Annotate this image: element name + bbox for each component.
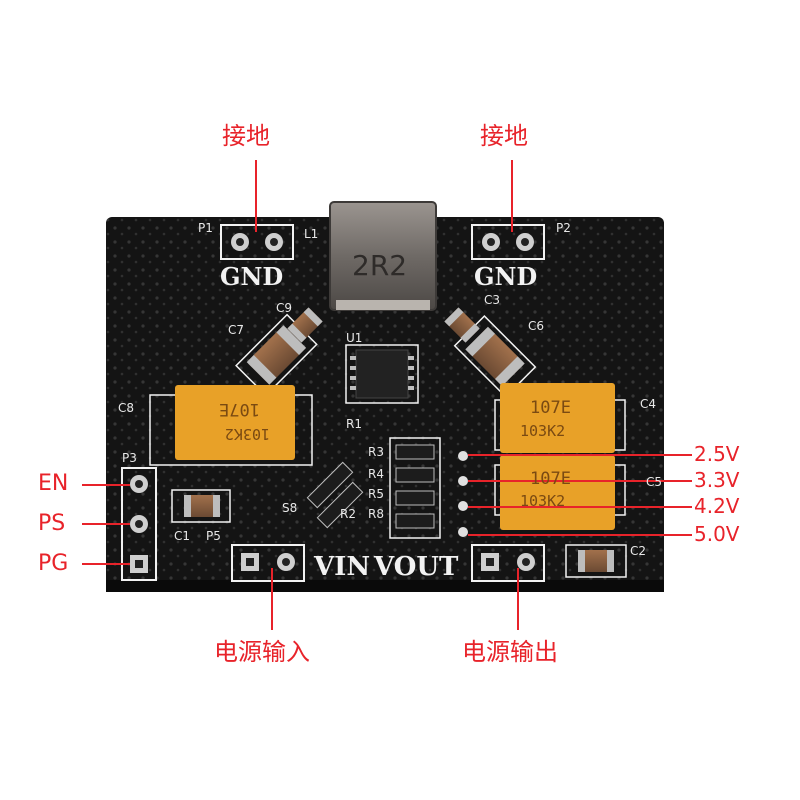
ref-c1: C1 bbox=[174, 529, 190, 543]
callout-vin: 电源输入 bbox=[214, 638, 310, 666]
inductor-marking: 2R2 bbox=[352, 249, 407, 282]
ref-u1: U1 bbox=[346, 331, 362, 345]
resistor-s8 bbox=[316, 481, 364, 529]
ref-r1: R1 bbox=[346, 417, 362, 431]
tantalum-cap-c4 bbox=[500, 383, 615, 453]
ref-r2: R2 bbox=[340, 507, 356, 521]
ref-c2: C2 bbox=[630, 544, 646, 558]
cap-c5-line1: 107E bbox=[530, 469, 571, 489]
ref-p3: P3 bbox=[122, 451, 137, 465]
ref-s8: S8 bbox=[282, 501, 297, 515]
tantalum-cap-c5 bbox=[500, 455, 615, 530]
silk-gnd-right: GND bbox=[474, 262, 537, 291]
ref-r3: R3 bbox=[368, 445, 384, 459]
ref-r5: R5 bbox=[368, 487, 384, 501]
callout-pg: PG bbox=[38, 551, 69, 576]
cap-c4-line2: 103K2 bbox=[520, 422, 565, 440]
cap-c4-line1: 107E bbox=[530, 398, 571, 418]
ref-p5: P5 bbox=[206, 529, 221, 543]
ref-c7: C7 bbox=[228, 323, 244, 337]
ref-p2: P2 bbox=[556, 221, 571, 235]
callout-vout: 电源输出 bbox=[462, 638, 558, 666]
ceramic-cap-c1 bbox=[184, 495, 220, 517]
ref-c3: C3 bbox=[484, 293, 500, 307]
cap-c5-line2: 103K2 bbox=[520, 492, 565, 510]
callout-gnd-right: 接地 bbox=[480, 122, 528, 150]
ref-c9: C9 bbox=[276, 301, 292, 315]
ref-r4: R4 bbox=[368, 467, 384, 481]
callout-3v3: 3.3V bbox=[694, 468, 740, 492]
jumper-pad-4v2 bbox=[458, 501, 468, 511]
jumper-pad-5v0 bbox=[458, 527, 468, 537]
ref-r8: R8 bbox=[368, 507, 384, 521]
resistor-r2 bbox=[306, 461, 354, 509]
cap-c8-line2: 103K2 bbox=[225, 425, 270, 443]
callout-2v5: 2.5V bbox=[694, 442, 740, 466]
ref-l1: L1 bbox=[304, 227, 318, 241]
ref-p1: P1 bbox=[198, 221, 213, 235]
jumper-pad-3v3 bbox=[458, 476, 468, 486]
callout-ps: PS bbox=[38, 511, 66, 536]
silk-vout: VOUT bbox=[373, 552, 459, 582]
callout-5v0: 5.0V bbox=[694, 522, 740, 546]
ref-c5: C5 bbox=[646, 475, 662, 489]
callout-4v2: 4.2V bbox=[694, 494, 740, 518]
cap-c8-line1: 107E bbox=[219, 399, 260, 419]
jumper-pad-2v5 bbox=[458, 451, 468, 461]
ic-u1 bbox=[355, 349, 409, 399]
ref-c8: C8 bbox=[118, 401, 134, 415]
ref-c6: C6 bbox=[528, 319, 544, 333]
silk-gnd-left: GND bbox=[220, 262, 283, 291]
tantalum-cap-c8 bbox=[175, 385, 295, 460]
ref-c4: C4 bbox=[640, 397, 656, 411]
resistor-array bbox=[395, 444, 435, 529]
silk-vin: VIN bbox=[313, 552, 370, 582]
callout-en: EN bbox=[38, 471, 69, 496]
callout-gnd-left: 接地 bbox=[222, 122, 270, 150]
ceramic-cap-c2 bbox=[578, 550, 614, 572]
